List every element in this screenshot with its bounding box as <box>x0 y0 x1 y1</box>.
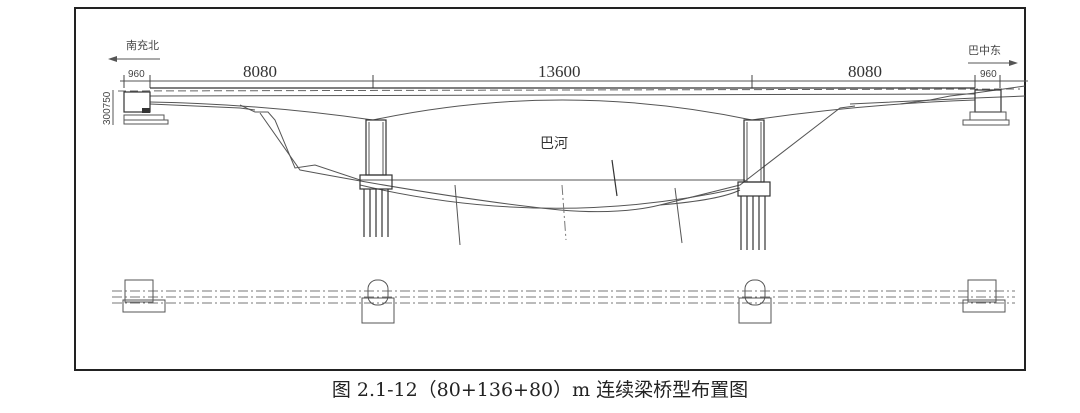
span-dimensions: 960 8080 13600 8080 960 300750 <box>102 62 1028 125</box>
girder-elevation <box>117 85 1026 121</box>
left-abutment <box>123 91 169 125</box>
arrow-right-icon <box>1009 60 1018 66</box>
plan-view <box>112 279 1015 324</box>
river-label: 巴河 <box>540 136 568 152</box>
left-pier <box>359 119 393 237</box>
right-abutment <box>962 89 1010 126</box>
drawing-frame <box>74 7 1026 371</box>
dim-right-abutment: 960 <box>980 69 997 80</box>
ground-profile: 巴河 <box>239 104 856 246</box>
dim-side-span-right: 8080 <box>848 62 882 81</box>
direction-right-label: 巴中东 <box>968 44 1001 57</box>
direction-left: 南充北 <box>108 38 160 62</box>
dim-main-span: 13600 <box>538 62 581 81</box>
right-pier <box>737 119 771 250</box>
dim-side-span-left: 8080 <box>243 62 277 81</box>
direction-left-label: 南充北 <box>126 38 159 52</box>
dim-girder-height: 300750 <box>102 91 113 125</box>
arrow-left-icon <box>108 56 117 62</box>
dim-left-abutment: 960 <box>128 69 145 80</box>
direction-right: 巴中东 <box>968 44 1018 66</box>
figure-caption: 图 2.1-12（80+136+80）m 连续梁桥型布置图 <box>331 379 749 401</box>
